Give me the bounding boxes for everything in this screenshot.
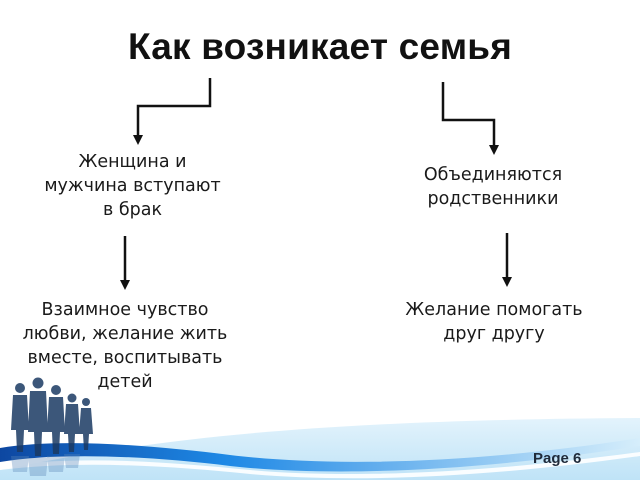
node-line: Объединяются xyxy=(423,165,563,185)
connector-title-to-marriage xyxy=(133,78,212,145)
node-line: вместе, воспитывать xyxy=(27,348,223,368)
node-line: мужчина вступают xyxy=(44,176,221,196)
node-line: детей xyxy=(97,372,153,392)
people-reflections xyxy=(11,454,80,476)
node-line: Женщина и xyxy=(78,152,187,172)
node-line: Взаимное чувство xyxy=(41,300,209,320)
node-line: родственники xyxy=(427,189,559,209)
node-line: любви, желание жить xyxy=(22,324,228,344)
slide-title: Как возникает семья xyxy=(127,26,513,67)
footer-wave-dark xyxy=(0,438,640,472)
node-line: Желание помогать xyxy=(405,300,583,320)
people-silhouettes xyxy=(11,377,93,456)
node-women-and-men-marry: Женщина и мужчина вступают в брак xyxy=(20,150,245,222)
connector-title-to-relatives xyxy=(441,82,499,155)
node-line: в брак xyxy=(102,200,163,220)
node-line: друг другу xyxy=(443,324,545,344)
node-mutual-love: Взаимное чувство любви, желание жить вме… xyxy=(5,298,245,394)
node-desire-to-help: Желание помогать друг другу xyxy=(385,298,603,346)
node-relatives-unite: Объединяются родственники xyxy=(388,163,598,211)
page-number-label: Page 6 xyxy=(533,450,582,467)
footer-wave-white-stripe xyxy=(0,452,640,479)
